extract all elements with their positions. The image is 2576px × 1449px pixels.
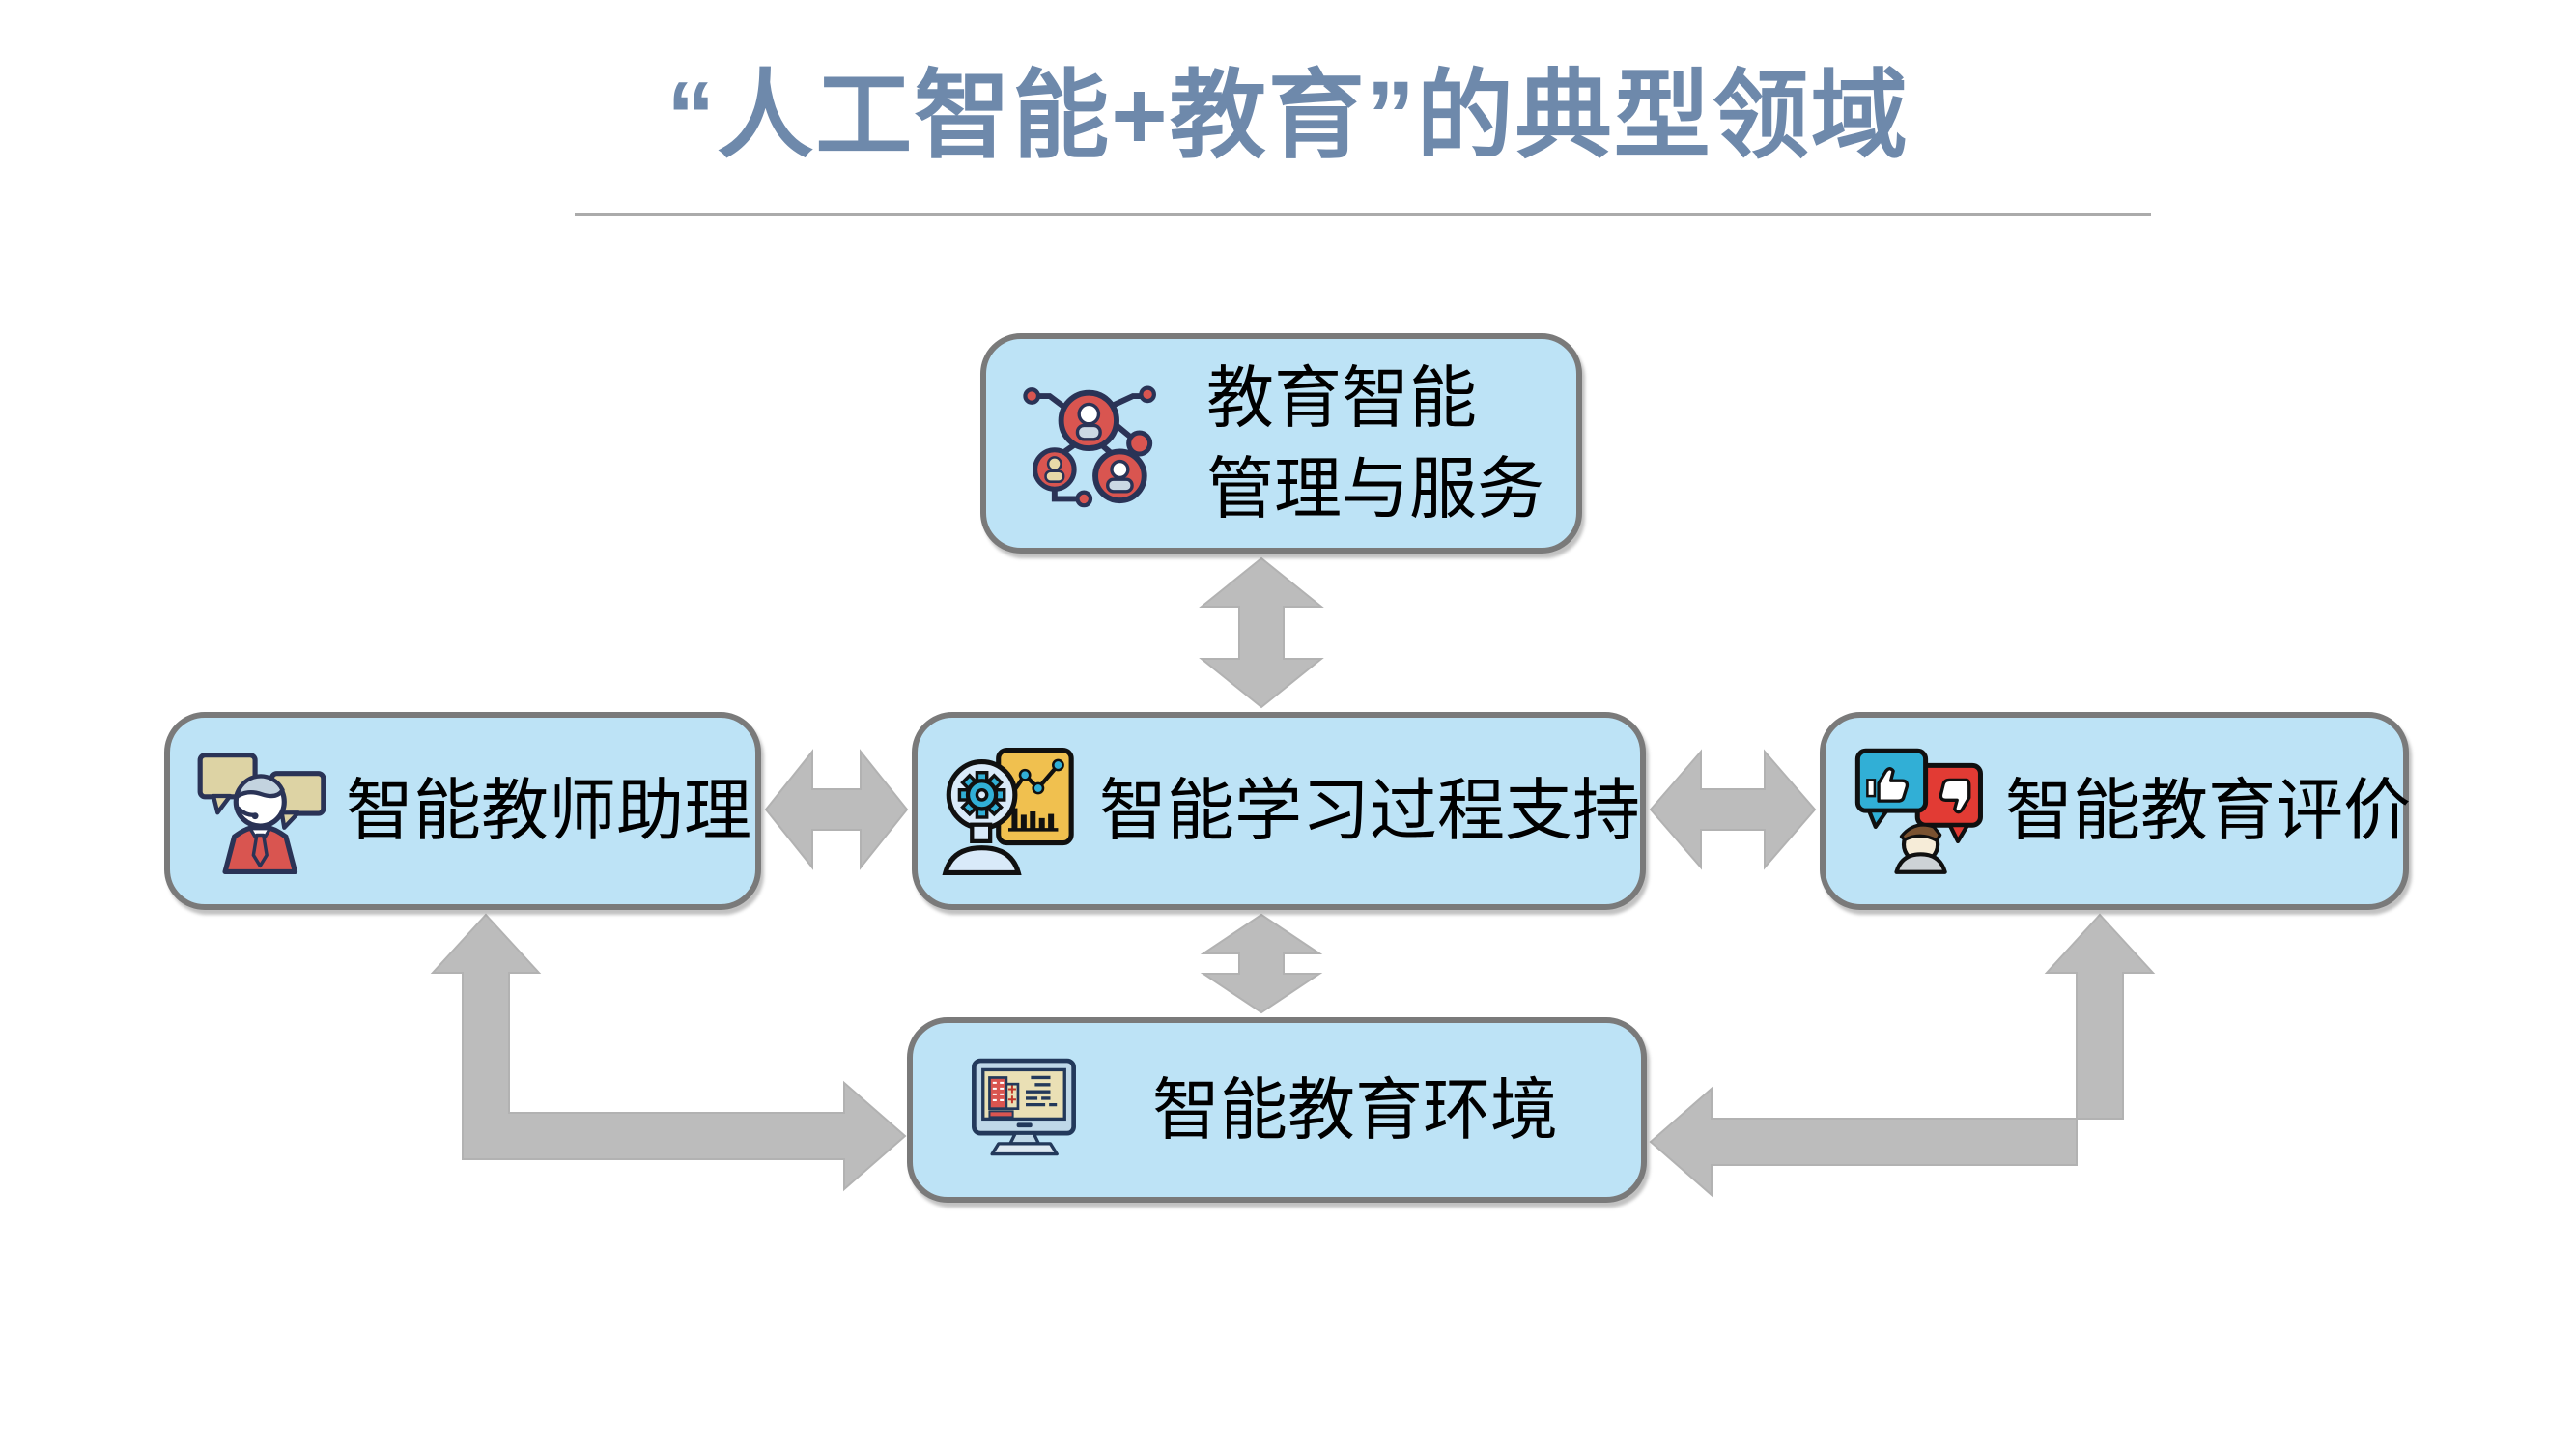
node-learning-process-support: 智能学习过程支持 <box>912 712 1646 910</box>
smart-classroom-monitor-icon <box>969 1057 1079 1163</box>
arrow-center-bottom <box>1200 913 1323 1014</box>
page-title: “人工智能+教育”的典型领域 <box>666 62 1910 170</box>
arrow-bottom-right-elbow <box>1649 913 2156 1198</box>
org-chart-people-icon <box>1017 376 1164 511</box>
arrow-left-center <box>764 749 909 870</box>
node-education-evaluation: 智能教育评价 <box>1820 712 2411 910</box>
node-label: 智能教师助理 <box>346 773 751 849</box>
thumbs-feedback-icon <box>1854 745 1988 878</box>
node-education-environment: 智能教育环境 <box>907 1017 1647 1203</box>
arrow-bottom-left-elbow <box>430 913 907 1192</box>
node-label: 智能教育环境 <box>1152 1071 1558 1148</box>
arrow-top-center <box>1199 556 1324 709</box>
teacher-assistant-icon <box>195 746 328 876</box>
node-label: 教育智能 管理与服务 <box>1206 359 1544 527</box>
arrow-center-right <box>1649 749 1817 870</box>
node-label: 智能教育评价 <box>2005 773 2411 849</box>
head-gear-chart-icon <box>939 747 1084 875</box>
title-divider <box>575 213 2151 216</box>
node-label: 智能学习过程支持 <box>1099 773 1640 849</box>
node-teacher-assistant: 智能教师助理 <box>164 712 761 910</box>
node-education-management: 教育智能 管理与服务 <box>980 333 1582 554</box>
